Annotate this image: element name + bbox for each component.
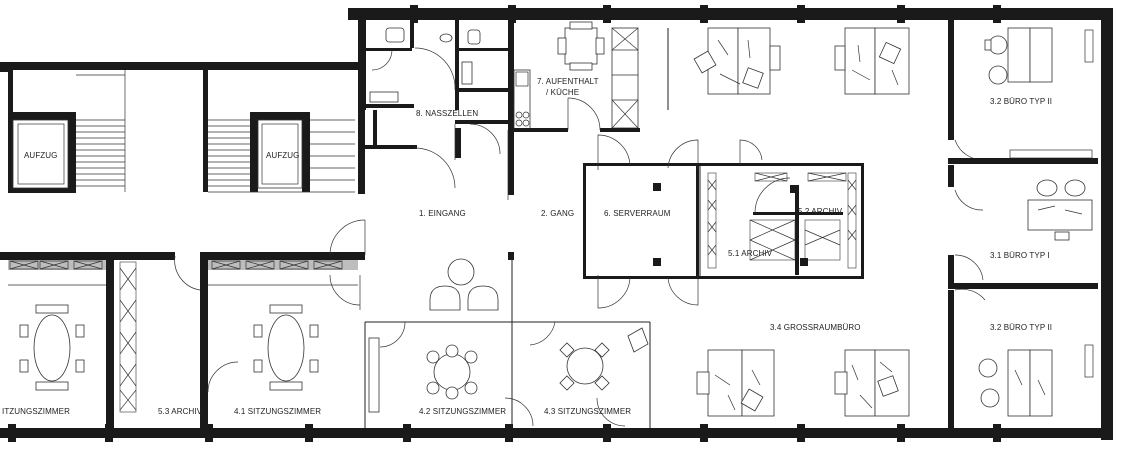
kitchen-area <box>513 21 669 132</box>
room-label-archiv-52: 5.2 ARCHIV <box>798 207 843 216</box>
walls <box>0 5 1113 442</box>
room-label-gang: 2. GANG <box>541 209 574 218</box>
archive-area <box>698 139 864 279</box>
meeting-room-left <box>8 260 106 391</box>
desk-cluster-top-1 <box>693 27 781 95</box>
room-label-sitzungszimmer-43: 4.3 SITZUNGSZIMMER <box>544 407 631 416</box>
room-label-grossraum: 3.4 GROSSRAUMBÜRO <box>770 323 861 332</box>
meeting-room-43 <box>529 321 649 427</box>
room-label-eingang: 1. EINGANG <box>419 209 466 218</box>
room-label-sitzungszimmer-42: 4.2 SITZUNGSZIMMER <box>419 407 506 416</box>
room-label-aufenthalt-2: / KÜCHE <box>546 88 579 97</box>
room-label-archiv-51: 5.1 ARCHIV <box>728 249 773 258</box>
meeting-room-41 <box>207 260 358 393</box>
room-label-nasszellen: 8. NASSZELLEN <box>416 109 478 118</box>
elevator-core-right <box>203 70 355 193</box>
archive-53 <box>119 255 201 413</box>
desk-cluster-top-2 <box>834 27 910 95</box>
room-label-buero-31: 3.1 BÜRO TYP I <box>990 251 1050 260</box>
room-label-aufzug-right: AUFZUG <box>266 151 300 160</box>
desk-cluster-bottom-1 <box>696 349 775 417</box>
office-31 <box>948 165 1098 289</box>
room-label-buero-32-bottom: 3.2 BÜRO TYP II <box>990 323 1052 332</box>
room-label-aufenthalt-1: 7. AUFENTHALT <box>537 77 599 86</box>
room-label-archiv-53: 5.3 ARCHIV <box>158 407 203 416</box>
room-label-buero-32-top: 3.2 BÜRO TYP II <box>990 97 1052 106</box>
room-label-sitzungszimmer-left: ITZUNGSZIMMER <box>2 407 70 416</box>
room-label-serverraum: 6. SERVERRAUM <box>604 209 671 218</box>
nasszellen-area <box>362 20 514 195</box>
office-32-top <box>948 27 1098 164</box>
meeting-room-42 <box>364 321 651 428</box>
entrance-area <box>329 219 514 428</box>
office-32-bottom <box>954 288 1094 417</box>
room-label-sitzungszimmer-41: 4.1 SITZUNGSZIMMER <box>234 407 321 416</box>
room-label-aufzug-left: AUFZUG <box>24 151 58 160</box>
desk-cluster-bottom-2 <box>834 349 910 417</box>
serverraum-area <box>583 134 699 309</box>
elevator-core-left <box>8 70 126 193</box>
